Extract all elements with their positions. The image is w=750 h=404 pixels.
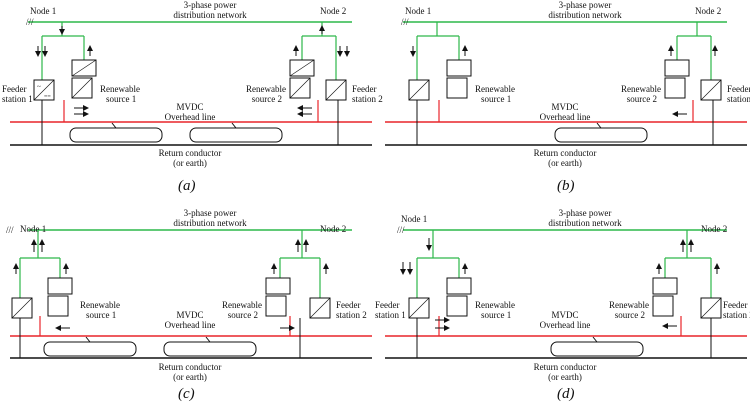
return-label-2: (or earth) <box>548 372 582 382</box>
mvdc-label: MVDC <box>176 310 203 320</box>
network-label-2: distribution network <box>173 10 247 20</box>
feeder-converter-1: ~ == <box>33 79 55 101</box>
feeder2-label-2: station 2 <box>336 310 367 320</box>
feeder1-label-2: station 1 <box>375 310 406 320</box>
renewable2-label: Renewable <box>621 84 661 94</box>
renewable2-label-2: source 2 <box>615 310 645 320</box>
network-label-2: distribution network <box>173 218 247 228</box>
return-label: Return conductor <box>534 148 597 158</box>
node2-label: Node 2 <box>320 224 346 234</box>
renewable1-label-2: source 1 <box>106 94 136 104</box>
network-label-2: distribution network <box>548 10 622 20</box>
panel-b: /// 3-phase power distribution network N… <box>385 0 750 194</box>
network-label: 3-phase power <box>184 0 237 10</box>
renewable1-label-2: source 1 <box>481 94 511 104</box>
feeder1-label: Feeder <box>375 300 400 310</box>
panel-caption: (d) <box>557 386 575 402</box>
panel-caption: (a) <box>178 178 196 194</box>
hatch-icon: /// <box>6 225 14 235</box>
feeder2-label-2: station 2 <box>723 310 750 320</box>
mvdc-label-2: Overhead line <box>165 320 216 330</box>
svg-text:~: ~ <box>37 83 41 91</box>
renewable1-label: Renewable <box>100 84 140 94</box>
return-label: Return conductor <box>159 148 222 158</box>
return-label-2: (or earth) <box>548 158 582 168</box>
mvdc-label-2: Overhead line <box>165 112 216 122</box>
train-icon <box>69 122 163 143</box>
return-label-2: (or earth) <box>173 372 207 382</box>
feeder1-label: Feeder <box>2 84 27 94</box>
renewable2-label-2: source 2 <box>252 94 282 104</box>
train-icon <box>43 336 137 357</box>
mvdc-label-2: Overhead line <box>540 320 591 330</box>
hatch-icon: /// <box>26 17 34 27</box>
node1-label: Node 1 <box>405 6 431 16</box>
node1-label: Node 1 <box>20 224 46 234</box>
renewable1-label-2: source 1 <box>481 310 511 320</box>
network-label: 3-phase power <box>184 208 237 218</box>
panel-a: /// 3-phase power distribution network N… <box>2 0 383 194</box>
feeder1-label-2: station 1 <box>2 94 33 104</box>
train-icon <box>189 122 283 143</box>
node2-label: Node 2 <box>695 6 721 16</box>
renewable2-label-2: source 2 <box>627 94 657 104</box>
node1-label: Node 1 <box>401 214 427 224</box>
hatch-icon: /// <box>397 225 405 235</box>
train-icon <box>163 336 257 357</box>
svg-text:==: == <box>44 94 51 100</box>
renewable2-label: Renewable <box>246 84 286 94</box>
train-icon <box>554 122 648 143</box>
return-label: Return conductor <box>534 362 597 372</box>
renewable1-label: Renewable <box>475 84 515 94</box>
mvdc-label: MVDC <box>551 310 578 320</box>
node2-label: Node 2 <box>701 224 727 234</box>
panel-caption: (c) <box>178 386 195 402</box>
renewable-converter-1 <box>71 59 97 99</box>
feeder2-label: Feeder <box>336 300 361 310</box>
network-label-2: distribution network <box>548 218 622 228</box>
return-label-2: (or earth) <box>173 158 207 168</box>
renewable2-label-2: source 2 <box>228 310 258 320</box>
feeder-converter-2 <box>325 79 347 101</box>
network-label: 3-phase power <box>559 208 612 218</box>
panel-c: /// 3-phase power distribution network N… <box>6 208 372 402</box>
renewable1-label-2: source 1 <box>86 310 116 320</box>
renewable1-label: Renewable <box>475 300 515 310</box>
node1-label: Node 1 <box>30 6 56 16</box>
panel-d: /// 3-phase power distribution network N… <box>375 208 750 402</box>
renewable2-label: Renewable <box>609 300 649 310</box>
network-label: 3-phase power <box>559 0 612 10</box>
feeder2-label: Feeder <box>723 300 748 310</box>
mvdc-label-2: Overhead line <box>540 112 591 122</box>
renewable2-label: Renewable <box>222 300 262 310</box>
mvdc-label: MVDC <box>551 102 578 112</box>
feeder2-label-2: station 2 <box>727 94 750 104</box>
panel-caption: (b) <box>557 178 575 194</box>
renewable-converter-2 <box>289 59 315 99</box>
return-label: Return conductor <box>159 362 222 372</box>
mvdc-label: MVDC <box>176 102 203 112</box>
hatch-icon: /// <box>401 17 409 27</box>
train-icon <box>550 336 644 357</box>
renewable1-label: Renewable <box>80 300 120 310</box>
feeder2-label-2: station 2 <box>352 94 383 104</box>
feeder2-label: Feeder <box>352 84 377 94</box>
feeder2-label: Feeder <box>727 84 750 94</box>
node2-label: Node 2 <box>320 6 346 16</box>
